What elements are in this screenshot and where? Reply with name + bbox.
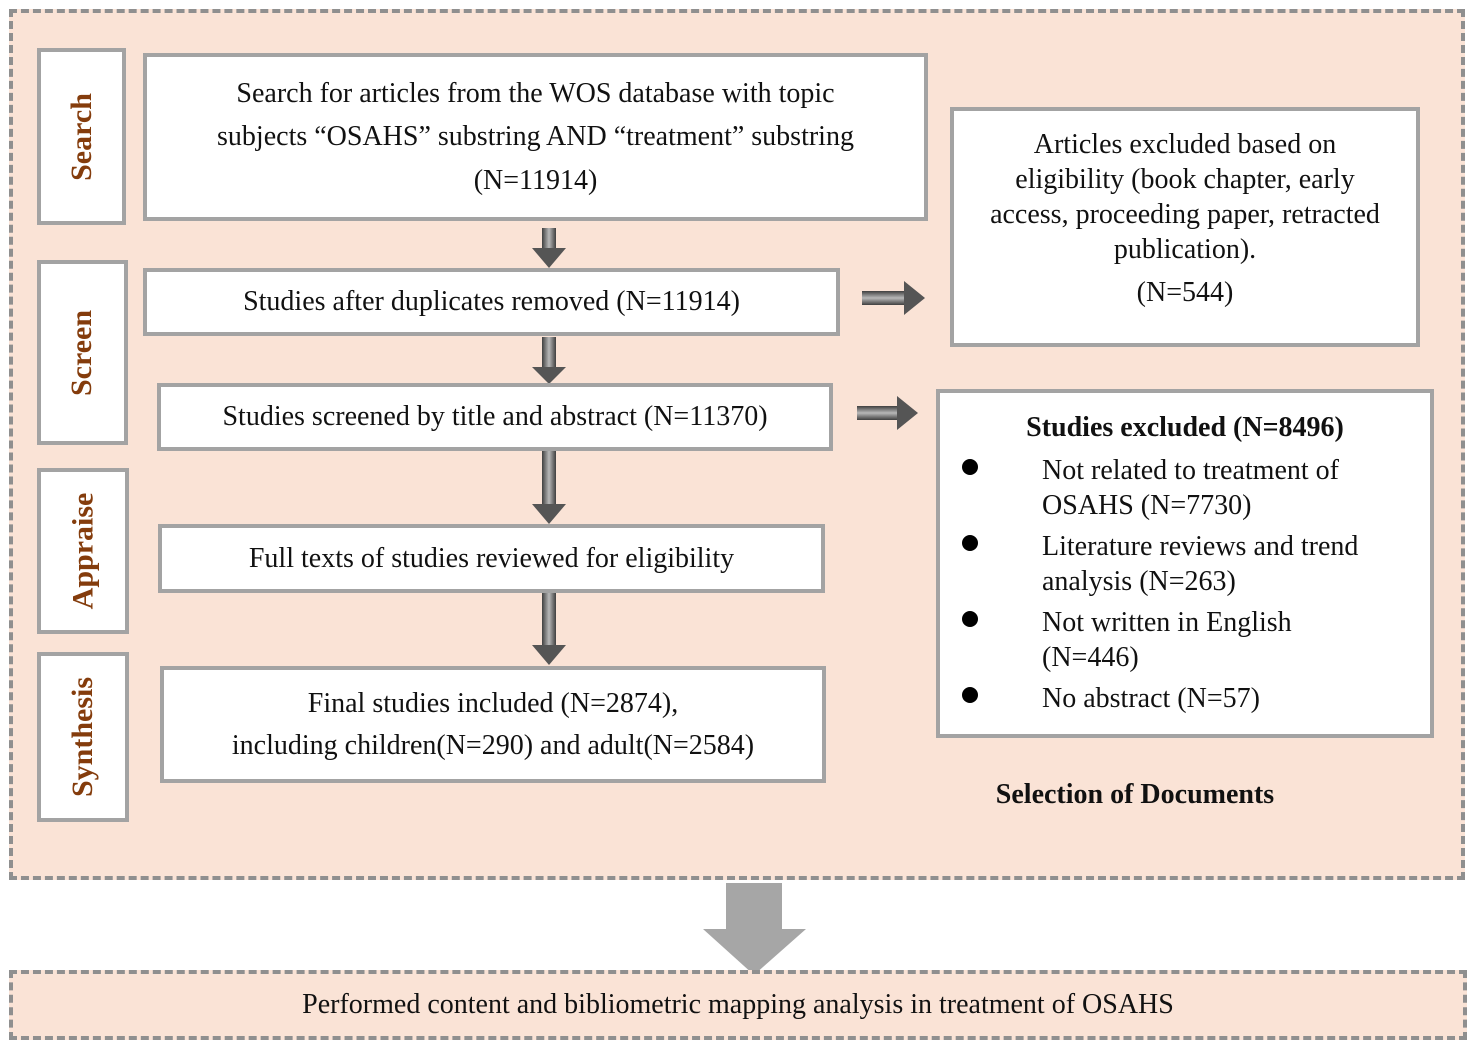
stage-synthesis: Synthesis xyxy=(37,652,129,822)
stage-synthesis-label: Synthesis xyxy=(66,676,100,798)
eligibility-line5: (N=544) xyxy=(1136,277,1234,308)
final-box-line2: including children(N=290) and adult(N=25… xyxy=(231,729,755,761)
analysis-box: Performed content and bibliometric mappi… xyxy=(9,970,1467,1040)
eligibility-line2: eligibility (book chapter, early xyxy=(1015,164,1355,195)
eligibility-line1: Articles excluded based on xyxy=(1033,129,1337,160)
eligibility-line3: access, proceeding paper, retracted xyxy=(990,199,1380,230)
stage-appraise-label: Appraise xyxy=(66,492,99,610)
big-down-arrow-icon xyxy=(703,883,806,975)
stage-appraise: Appraise xyxy=(37,468,129,634)
bullet-icon xyxy=(962,535,978,551)
exclusion-item-line2: analysis (N=263) xyxy=(1042,566,1236,597)
right-arrow-icon xyxy=(857,396,918,430)
eligibility-exclusion-box: Articles excluded based on eligibility (… xyxy=(950,107,1420,347)
final-box: Final studies included (N=2874), includi… xyxy=(160,666,826,783)
bullet-icon xyxy=(962,459,978,475)
exclusion-item: Not related to treatment of OSAHS (N=773… xyxy=(940,453,1430,523)
stage-screen-label: Screen xyxy=(65,309,99,396)
down-arrow-icon xyxy=(532,593,566,665)
down-arrow-icon xyxy=(532,228,566,268)
down-arrow-icon xyxy=(532,337,566,384)
stage-search-label: Search xyxy=(64,92,98,181)
exclusion-item-line2: (N=446) xyxy=(1042,642,1139,673)
search-box: Search for articles from the WOS databas… xyxy=(143,53,928,221)
eligibility-line4: publication). xyxy=(1113,234,1257,265)
bullet-icon xyxy=(962,687,978,703)
studies-excluded-title: Studies excluded (N=8496) xyxy=(1026,412,1344,443)
analysis-box-text: Performed content and bibliometric mappi… xyxy=(302,989,1174,1020)
bullet-icon xyxy=(962,611,978,627)
studies-excluded-box: Studies excluded (N=8496) Not related to… xyxy=(936,389,1434,738)
search-box-line2: subjects “OSAHS” substring AND “treatmen… xyxy=(217,121,854,153)
exclusion-item: Not written in English (N=446) xyxy=(940,605,1430,675)
duplicates-box: Studies after duplicates removed (N=1191… xyxy=(143,268,840,336)
right-arrow-icon xyxy=(862,281,925,315)
exclusion-item-line1: No abstract (N=57) xyxy=(1042,683,1260,714)
fulltext-box-text: Full texts of studies reviewed for eligi… xyxy=(248,542,735,574)
stage-screen: Screen xyxy=(37,260,128,445)
exclusion-item: Literature reviews and trend analysis (N… xyxy=(940,529,1430,599)
screened-box: Studies screened by title and abstract (… xyxy=(157,383,833,451)
selection-caption: Selection of Documents xyxy=(995,779,1275,810)
search-box-line3: (N=11914) xyxy=(473,164,598,196)
exclusion-item: No abstract (N=57) xyxy=(940,681,1430,716)
exclusion-item-line1: Literature reviews and trend xyxy=(1042,531,1359,562)
stage-search: Search xyxy=(37,48,126,225)
exclusion-item-line1: Not written in English xyxy=(1042,607,1292,638)
duplicates-box-text: Studies after duplicates removed (N=1191… xyxy=(243,286,740,317)
screened-box-text: Studies screened by title and abstract (… xyxy=(222,401,768,432)
down-arrow-icon xyxy=(532,451,566,524)
exclusion-item-line1: Not related to treatment of xyxy=(1042,455,1339,486)
exclusion-item-line2: OSAHS (N=7730) xyxy=(1042,490,1252,521)
search-box-line1: Search for articles from the WOS databas… xyxy=(236,77,835,109)
fulltext-box: Full texts of studies reviewed for eligi… xyxy=(158,524,825,593)
final-box-line1: Final studies included (N=2874), xyxy=(307,687,679,719)
